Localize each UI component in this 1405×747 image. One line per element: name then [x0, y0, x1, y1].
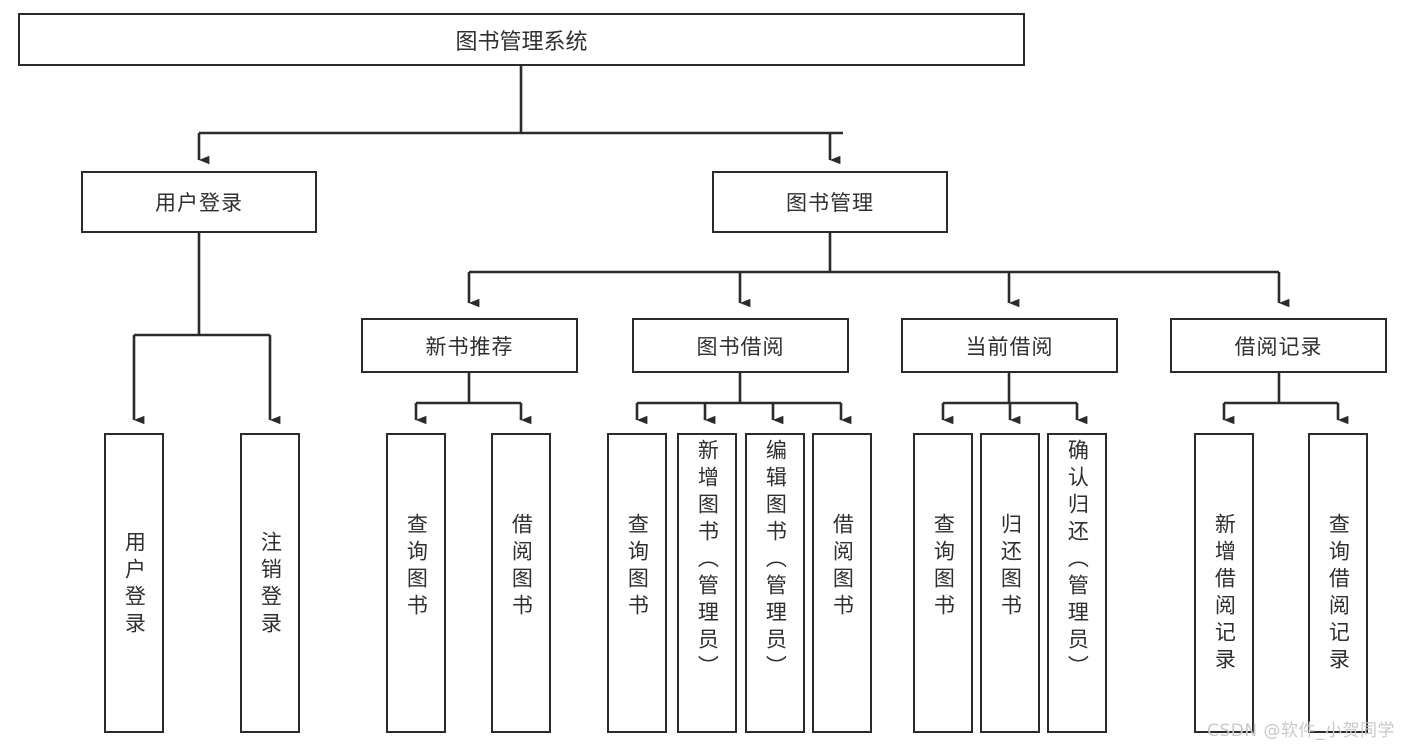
leaf-borrow-add-book-admin[interactable]: 新增图书（管理员）	[677, 433, 737, 733]
leaf-recommend-borrow-book[interactable]: 借阅图书	[491, 433, 551, 733]
leaf-label: 借阅图书	[830, 513, 855, 621]
watermark-text: CSDN @软件_小贺同学	[1207, 721, 1395, 741]
leaf-label: 查询图书	[404, 513, 429, 621]
leaf-recommend-query-book[interactable]: 查询图书	[386, 433, 446, 733]
node-label: 图书借阅	[696, 334, 785, 359]
leaf-borrow-query-book[interactable]: 查询图书	[607, 433, 667, 733]
leaf-label: 注销登录	[258, 531, 283, 639]
leaf-label: 查询图书	[625, 513, 650, 621]
leaf-label: 确认归还（管理员）	[1065, 439, 1090, 682]
leaf-record-add-record[interactable]: 新增借阅记录	[1194, 433, 1254, 733]
leaf-label: 归还图书	[998, 513, 1023, 621]
node-new-book-recommend[interactable]: 新书推荐	[361, 318, 578, 373]
node-label: 用户登录	[155, 191, 243, 215]
node-book-management[interactable]: 图书管理	[712, 171, 948, 233]
leaf-label: 用户登录	[122, 531, 147, 639]
leaf-current-confirm-return-admin[interactable]: 确认归还（管理员）	[1047, 433, 1107, 733]
node-label: 图书管理系统	[455, 29, 588, 55]
node-borrow-record[interactable]: 借阅记录	[1170, 318, 1387, 373]
node-current-borrow[interactable]: 当前借阅	[901, 318, 1118, 373]
leaf-label: 借阅图书	[509, 513, 534, 621]
leaf-borrow-borrow-book[interactable]: 借阅图书	[812, 433, 872, 733]
leaf-user-login-signin[interactable]: 用户登录	[104, 433, 164, 733]
leaf-current-return-book[interactable]: 归还图书	[980, 433, 1040, 733]
leaf-label: 查询图书	[931, 513, 956, 621]
leaf-label: 查询借阅记录	[1326, 513, 1351, 675]
leaf-borrow-edit-book-admin[interactable]: 编辑图书（管理员）	[745, 433, 805, 733]
node-label: 借阅记录	[1234, 334, 1323, 359]
node-label: 图书管理	[786, 191, 874, 215]
leaf-label: 编辑图书（管理员）	[763, 439, 788, 682]
leaf-label: 新增借阅记录	[1212, 513, 1237, 675]
node-label: 当前借阅	[965, 334, 1054, 359]
node-root-system[interactable]: 图书管理系统	[18, 13, 1025, 66]
node-book-borrow[interactable]: 图书借阅	[632, 318, 849, 373]
leaf-record-query-record[interactable]: 查询借阅记录	[1308, 433, 1368, 733]
node-label: 新书推荐	[425, 334, 514, 359]
leaf-current-query-book[interactable]: 查询图书	[913, 433, 973, 733]
node-user-login[interactable]: 用户登录	[81, 171, 317, 233]
leaf-label: 新增图书（管理员）	[695, 439, 720, 682]
leaf-user-login-signout[interactable]: 注销登录	[240, 433, 300, 733]
